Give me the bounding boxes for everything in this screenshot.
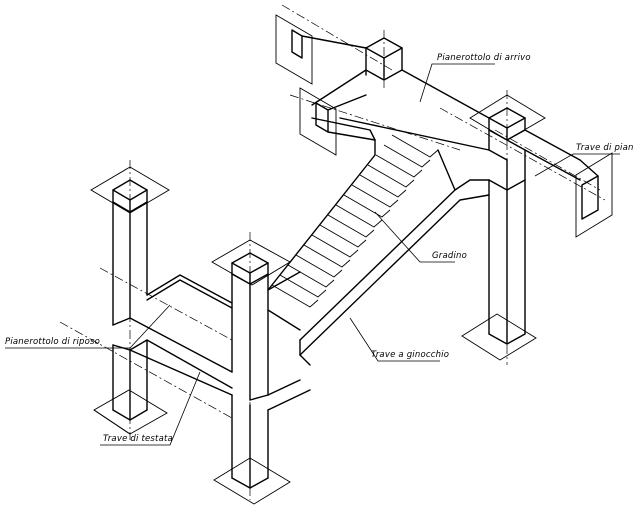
- base-plate-front-left: [93, 389, 168, 435]
- pianerottolo-di-riposo-slab: [99, 267, 301, 341]
- label-trave-a-ginocchio: Trave a ginocchio: [371, 350, 449, 360]
- column-top-back: [365, 37, 403, 81]
- stair-flight: [267, 134, 490, 366]
- label-trave-di-testata: Trave di testata: [103, 434, 173, 444]
- top-plate-left: [90, 166, 170, 214]
- label-pianerottolo-di-arrivo: Pianerottolo di arrivo: [437, 53, 531, 63]
- base-plate-front-center: [213, 457, 291, 505]
- wall-plate-right: [575, 152, 613, 238]
- label-pianerottolo-di-riposo: Pianerottolo di riposo: [5, 337, 100, 347]
- trave-di-testata-beam: [59, 317, 311, 419]
- stair-steps: [271, 134, 439, 308]
- pianerottolo-di-arrivo-slab: [289, 69, 490, 151]
- label-gradino: Gradino: [432, 251, 467, 261]
- label-trave-di-piano: Trave di piano: [576, 143, 634, 153]
- wall-plate-top-left: [275, 14, 367, 85]
- leader-lines: [5, 63, 620, 446]
- construction-axes: [129, 4, 606, 500]
- base-plate-back-right: [461, 313, 537, 361]
- top-plate-center: [211, 239, 291, 286]
- wall-plate-mid-left: [299, 87, 376, 156]
